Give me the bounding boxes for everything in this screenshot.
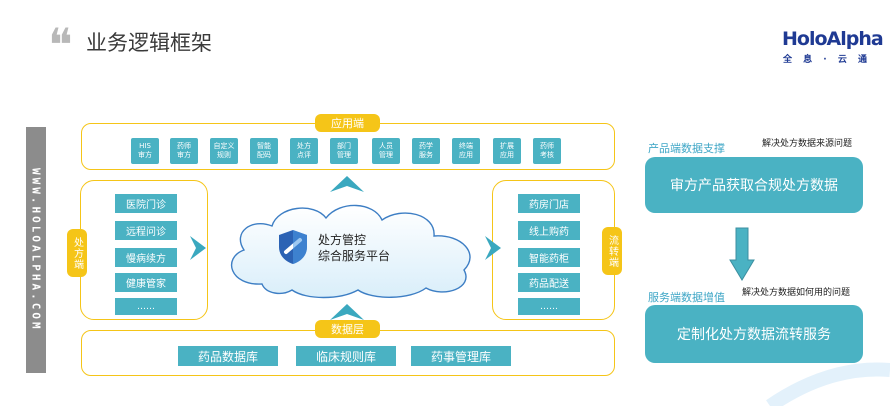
app-item-pharmacist-assessment: 药师考核 bbox=[533, 138, 561, 164]
chevron-up-icon bbox=[330, 304, 364, 320]
circulation-item-more: …… bbox=[518, 298, 580, 315]
prescription-source-item: 健康管家 bbox=[115, 273, 177, 292]
website-bar bbox=[26, 127, 46, 373]
platform-title: 处方管控 综合服务平台 bbox=[318, 233, 391, 263]
quote-mark-icon: ❝ bbox=[48, 18, 73, 72]
circulation-item: 线上购药 bbox=[518, 221, 580, 240]
app-item-pharmacy-service: 药学服务 bbox=[412, 138, 440, 164]
data-layer-label: 数据层 bbox=[315, 320, 380, 338]
circulation-item: 药房门店 bbox=[518, 194, 580, 213]
app-item-department-mgmt: 部门管理 bbox=[330, 138, 358, 164]
prescription-source-item: 远程问诊 bbox=[115, 221, 177, 240]
chevron-right-icon bbox=[190, 236, 206, 260]
chevron-right-icon bbox=[485, 236, 501, 260]
circulation-side-label: 流转端 bbox=[602, 227, 622, 275]
shield-icon bbox=[279, 230, 307, 264]
prescription-side-label: 处方端 bbox=[67, 229, 87, 277]
app-layer-label: 应用端 bbox=[315, 114, 380, 132]
app-item-smart-coding: 智能配码 bbox=[250, 138, 278, 164]
arrow-down-icon bbox=[729, 227, 755, 281]
app-item-custom-rules: 自定义规则 bbox=[210, 138, 238, 164]
product-side-card: 审方产品获取合规处方数据 bbox=[645, 157, 863, 213]
website-bar-text-wrap: WWW.HOLOALPHA.COM bbox=[26, 127, 46, 373]
page-title: 业务逻辑框架 bbox=[86, 31, 212, 55]
chevron-up-icon bbox=[330, 176, 364, 192]
service-side-card: 定制化处方数据流转服务 bbox=[645, 305, 863, 363]
circulation-item: 智能药柜 bbox=[518, 248, 580, 267]
platform-cloud bbox=[230, 204, 471, 299]
app-item-extension-app: 扩展应用 bbox=[493, 138, 521, 164]
prescription-source-item: 医院门诊 bbox=[115, 194, 177, 213]
brand-logo: HoloAlpha bbox=[782, 28, 884, 50]
data-layer-item: 药品数据库 bbox=[178, 346, 278, 366]
product-side-label: 产品端数据支撑 bbox=[648, 142, 725, 155]
decorative-swoosh bbox=[766, 362, 890, 406]
prescription-source-item-more: …… bbox=[115, 298, 177, 315]
service-side-note: 解决处方数据如何用的问题 bbox=[742, 288, 851, 298]
service-side-label: 服务端数据增值 bbox=[648, 291, 725, 304]
data-layer-item: 临床规则库 bbox=[296, 346, 396, 366]
website-url: WWW.HOLOALPHA.COM bbox=[29, 168, 43, 332]
brand-logo-subtitle: 全 息 · 云 通 bbox=[783, 55, 871, 65]
circulation-item: 药品配送 bbox=[518, 273, 580, 292]
app-item-staff-mgmt: 人员管理 bbox=[372, 138, 400, 164]
product-side-note: 解决处方数据来源问题 bbox=[762, 139, 853, 149]
app-item-pharmacist-review: 药师审方 bbox=[170, 138, 198, 164]
prescription-source-item: 慢病续方 bbox=[115, 248, 177, 267]
data-layer-item: 药事管理库 bbox=[411, 346, 511, 366]
app-item-terminal-app: 终端应用 bbox=[452, 138, 480, 164]
app-item-prescription-comment: 处方点评 bbox=[290, 138, 318, 164]
